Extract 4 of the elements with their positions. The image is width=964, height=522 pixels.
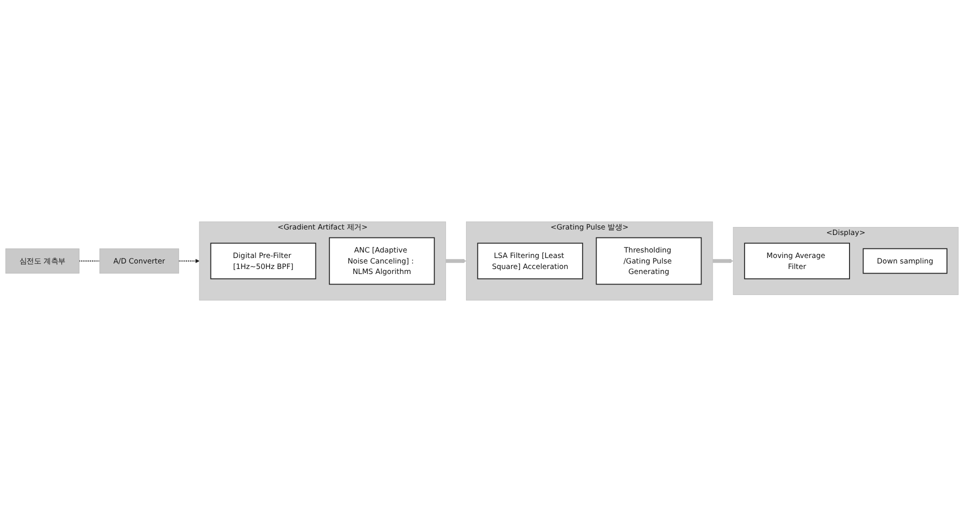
arrow (446, 259, 466, 263)
connector (79, 260, 100, 262)
arrow (712, 259, 734, 263)
arrow (178, 259, 200, 263)
